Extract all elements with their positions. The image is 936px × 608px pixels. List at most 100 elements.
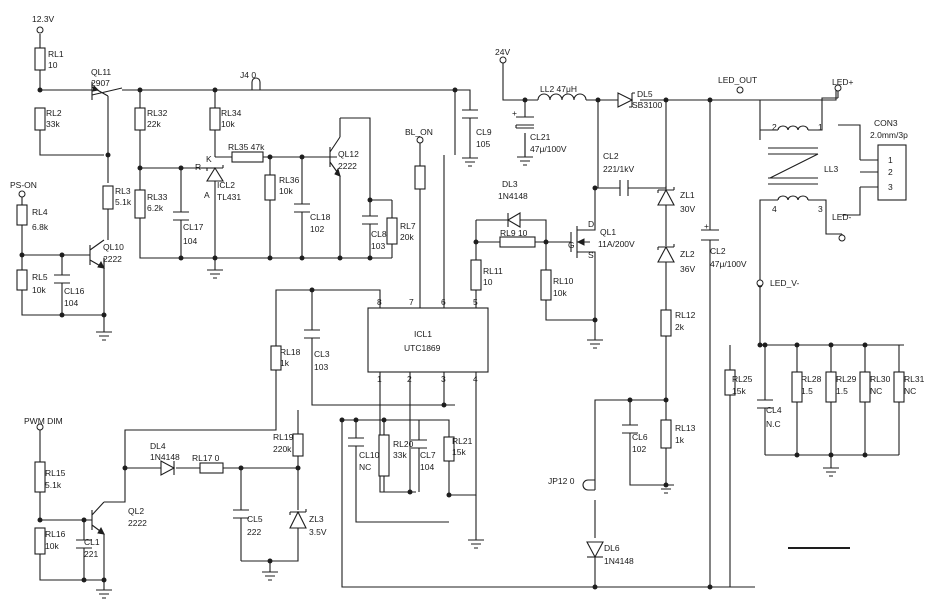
label-cl3-value: 103: [314, 362, 328, 372]
label-rl10-value: 10k: [553, 288, 567, 298]
bl-on-terminal: [416, 136, 424, 144]
shunt-regulator-icl2: [200, 165, 224, 182]
label-tl431-r: R: [195, 162, 201, 172]
label-ql1-value: 11A/200V: [598, 239, 635, 249]
label-rl31-ref: RL31: [904, 374, 925, 384]
label-cl3-ref: CL3: [314, 349, 330, 359]
zener-zl3: [289, 509, 307, 529]
label-rl31-value: NC: [904, 386, 916, 396]
resistor-rl25: [724, 369, 736, 396]
label-12v: 12.3V: [32, 14, 55, 24]
label-dl6-ref: DL6: [604, 543, 620, 553]
label-con3-pin-1: 1: [888, 155, 893, 165]
label-dl4-ref: DL4: [150, 441, 166, 451]
resistor-rl12: [660, 309, 672, 337]
label-zl2-ref: ZL2: [680, 249, 695, 259]
resistor-rl31: [893, 371, 905, 403]
label-ic-pin-8: 8: [377, 297, 382, 307]
capacitor-cl4: [757, 399, 773, 409]
label-rl4-value: 6.8k: [32, 222, 49, 232]
label-rl20-value: 33k: [393, 450, 407, 460]
resistor-rl35: [231, 151, 264, 163]
cl2-plus-sign: +: [704, 221, 709, 231]
label-ql11-ref: QL11: [91, 67, 111, 77]
label-cl2-snubber-value: 221/1kV: [603, 164, 635, 174]
resistor-rl20: [378, 434, 390, 477]
resistor-rl28: [791, 371, 803, 403]
label-con3-ref: CON3: [874, 118, 898, 128]
ground-icon: [517, 156, 533, 166]
capacitor-cl6: [622, 424, 638, 434]
connector-con3: [838, 124, 907, 216]
transistor-ql2: [91, 501, 105, 535]
label-dl3-ref: DL3: [502, 179, 518, 189]
label-cl4-ref: CL4: [766, 405, 782, 415]
label-ic-pin-4: 4: [473, 374, 478, 384]
label-ic-pin-1: 1: [377, 374, 382, 384]
label-rl36-ref: RL36: [279, 175, 300, 185]
label-rl25-ref: RL25: [732, 374, 753, 384]
resistor-rl7: [386, 217, 398, 245]
resistor-rl9: [499, 236, 536, 248]
label-rl32-value: 22k: [147, 119, 161, 129]
label-zl2-value: 36V: [680, 264, 695, 274]
resistor-rl13: [660, 419, 672, 449]
jumpers: [251, 77, 595, 491]
label-tl431-k: K: [206, 154, 212, 164]
label-rl7-value: 20k: [400, 232, 414, 242]
transistor-ql10: [89, 239, 105, 269]
label-cl2-snubber-ref: CL2: [603, 151, 619, 161]
ground-icon: [262, 571, 278, 581]
resistor-bl-on: [414, 165, 426, 190]
label-rl19-ref: RL19: [273, 432, 294, 442]
jumper-j4: [251, 77, 261, 90]
capacitor-cl9: [462, 109, 478, 119]
label-zl3-ref: ZL3: [309, 514, 324, 524]
label-cl9-value: 105: [476, 139, 490, 149]
resistor-rl10: [540, 269, 552, 301]
label-rl21-value: 15k: [452, 447, 466, 457]
capacitor-cl1: [76, 539, 92, 549]
label-mosfet-s: S: [588, 250, 594, 260]
label-rl18-value: 1k: [280, 358, 290, 368]
led-v-minus-terminal: [756, 279, 764, 287]
label-rl4-ref: RL4: [32, 207, 48, 217]
label-rl5-ref: RL5: [32, 272, 48, 282]
resistor-rl29: [825, 371, 837, 403]
resistor-rl5: [16, 269, 28, 291]
label-ll2: LL2 47μH: [540, 84, 577, 94]
label-con3-pin-2: 2: [888, 167, 893, 177]
resistor-rl32: [134, 107, 146, 131]
resistor-rl21: [443, 436, 455, 462]
label-icl2-value: TL431: [217, 192, 241, 202]
diodes: [160, 92, 675, 559]
resistor-rl2: [34, 107, 46, 131]
capacitor-cl2-snubber: [619, 180, 629, 196]
label-pwm-dim: PWM DIM: [24, 416, 63, 426]
label-ql10-value: 2222: [103, 254, 122, 264]
label-icl2-ref: ICL2: [217, 180, 235, 190]
label-ql2-ref: QL2: [128, 506, 144, 516]
label-ll3: LL3: [824, 164, 838, 174]
resistor-rl3: [102, 185, 114, 210]
label-ql1-ref: QL1: [600, 227, 616, 237]
label-ic-pin-7: 7: [409, 297, 414, 307]
resistor-rl30: [859, 371, 871, 403]
label-cl21-ref: CL21: [530, 132, 551, 142]
label-con3-spec: 2.0mm/3p: [870, 130, 908, 140]
label-cl6-value: 102: [632, 444, 646, 454]
label-rl28-ref: RL28: [801, 374, 822, 384]
label-rl18-ref: RL18: [280, 347, 301, 357]
label-jp12: JP12 0: [548, 476, 575, 486]
resistor-rl36: [264, 174, 276, 201]
label-cl8-value: 103: [371, 241, 385, 251]
ic-icl1: [367, 307, 489, 373]
ground-icon: [462, 157, 478, 167]
label-rl1-value: 10: [48, 60, 58, 70]
transistor-ql11: [91, 82, 123, 100]
label-rl12-value: 2k: [675, 322, 685, 332]
label-rl21-ref: RL21: [452, 436, 473, 446]
terminals: [18, 26, 846, 431]
label-cl17-value: 104: [183, 236, 197, 246]
